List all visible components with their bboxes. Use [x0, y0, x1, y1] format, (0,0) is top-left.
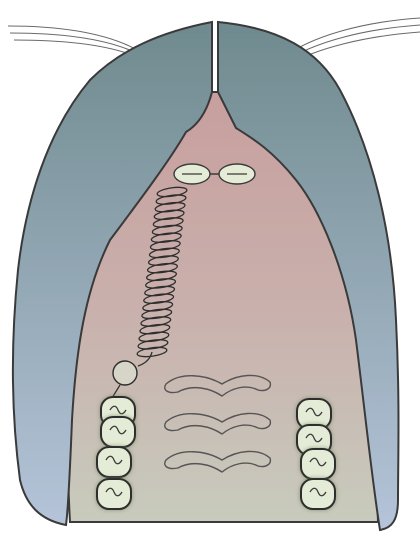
right-nucleus-shell: [301, 479, 335, 509]
left-nucleus: [97, 447, 131, 477]
basal-body-circle: [113, 361, 137, 385]
right-nucleus: [301, 479, 335, 509]
left-nucleus-shell: [97, 447, 131, 477]
left-nucleus-stack: [97, 397, 135, 509]
right-nucleus-shell: [301, 449, 335, 479]
left-nucleus-shell: [97, 479, 131, 509]
cilia-group: [8, 18, 420, 66]
left-nucleus: [101, 417, 135, 447]
right-nucleus: [301, 449, 335, 479]
right-nucleus-stack: [297, 399, 335, 509]
left-nucleus-shell: [101, 417, 135, 447]
left-nucleus: [97, 479, 131, 509]
